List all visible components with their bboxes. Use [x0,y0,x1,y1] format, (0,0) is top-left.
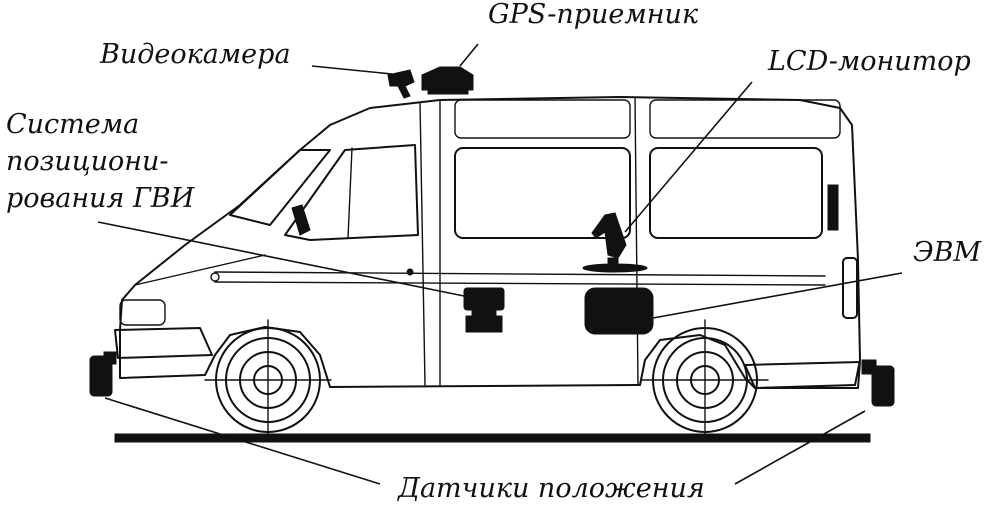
leader-camera [311,65,393,75]
rear-wheel [641,319,769,441]
leader-computer [652,272,903,319]
leader-sensor-front [104,397,381,485]
gps-receiver-device [421,66,474,95]
label-positioning-line1: Система [6,109,140,140]
video-camera-device [387,69,415,99]
position-sensor-rear [861,359,895,407]
front-wheel [204,319,332,441]
ground-line [114,433,871,443]
leader-gps [459,43,479,67]
label-positioning-line2: позициони- [6,146,169,177]
label-sensors: Датчики положения [398,473,705,504]
positioning-system-device [463,287,505,333]
label-computer: ЭВМ [913,237,982,268]
computer-device [584,287,654,335]
van-body [114,96,861,389]
label-gps: GPS-приемник [488,0,699,30]
leader-positioning [97,221,465,297]
leader-sensor-rear [734,410,866,485]
position-sensor-front [89,351,117,397]
leader-lcd [624,81,753,233]
label-camera: Видеокамера [100,39,291,70]
label-lcd: LCD-монитор [768,46,971,77]
lcd-monitor-device [582,212,648,273]
label-positioning-line3: рования ГВИ [6,183,195,214]
